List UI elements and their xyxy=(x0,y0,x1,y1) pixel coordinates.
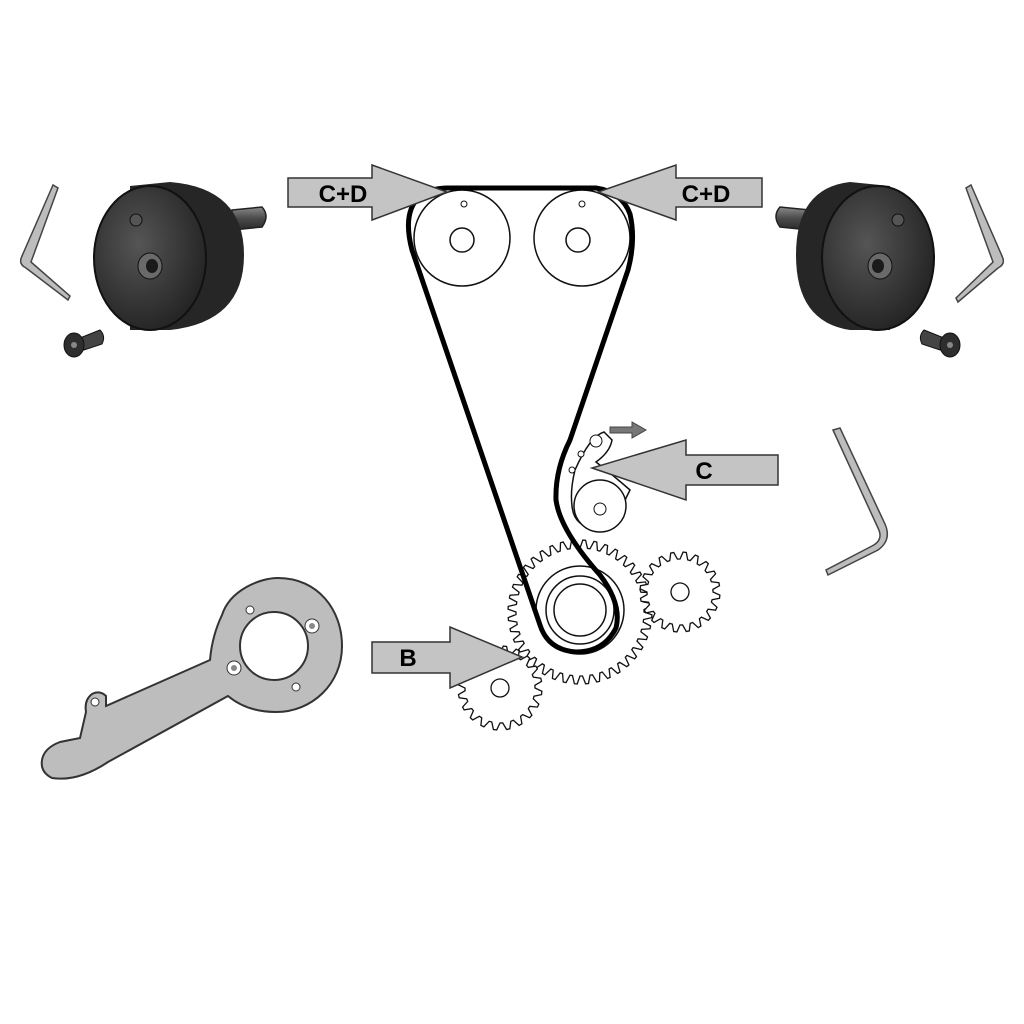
allen-key-right-icon xyxy=(955,183,1005,304)
bolt-right-icon xyxy=(919,329,961,358)
allen-key-left-icon xyxy=(19,183,71,302)
label-tensioner: C xyxy=(695,458,712,485)
idler-gear-right-icon xyxy=(639,551,721,633)
label-cam-right: C+D xyxy=(682,181,731,208)
callout-arrow-cam-left: C+D xyxy=(287,163,450,222)
callout-arrow-cam-right: C+D xyxy=(595,163,763,222)
tensioner-icon xyxy=(568,421,648,533)
allen-key-middle-icon xyxy=(825,427,889,577)
timing-belt xyxy=(405,185,636,655)
callout-arrow-crank: B xyxy=(371,625,524,690)
cam-locking-tool-left-icon xyxy=(93,182,267,331)
bolt-left-icon xyxy=(63,329,105,358)
label-cam-left: C+D xyxy=(319,181,368,208)
holding-wrench-icon xyxy=(40,576,344,780)
camshaft-pulley-left-icon xyxy=(413,189,511,287)
callout-arrow-tensioner: C xyxy=(589,438,779,502)
camshaft-pulley-right-icon xyxy=(533,189,631,287)
crankshaft-pulley-icon xyxy=(535,565,625,655)
label-crank: B xyxy=(399,645,416,672)
cam-locking-tool-right-icon xyxy=(775,182,935,331)
